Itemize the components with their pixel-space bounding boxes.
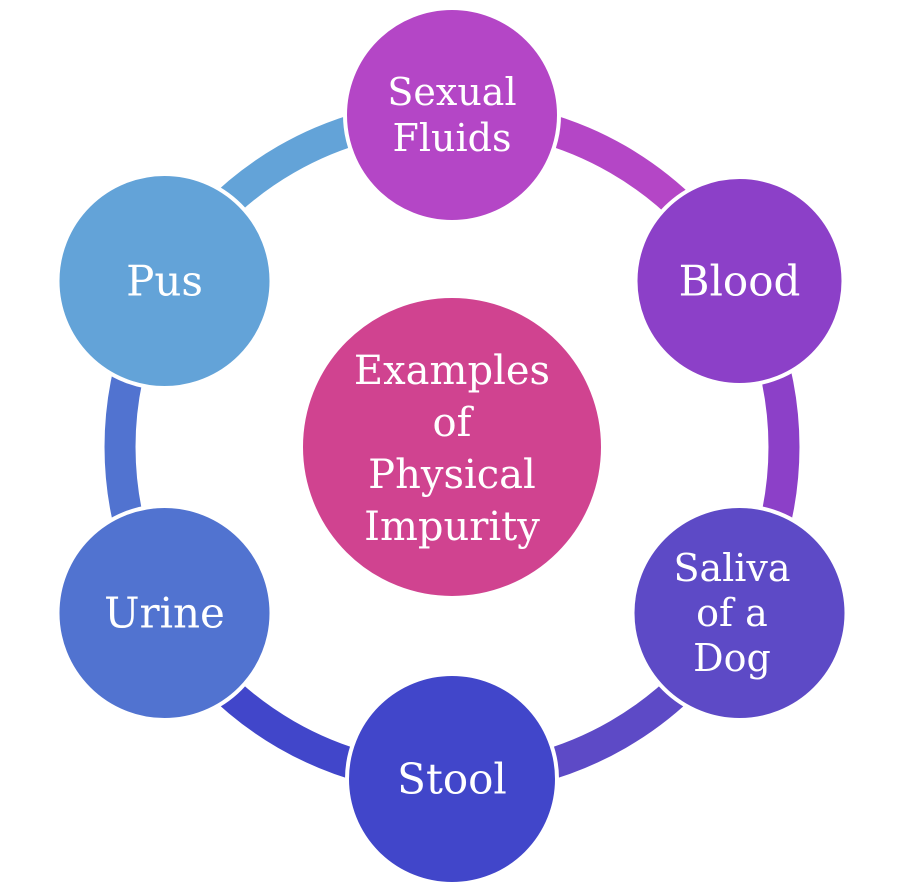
- sexual-fluids-label-line: Fluids: [393, 116, 512, 160]
- pus-label: Pus: [126, 257, 203, 306]
- node-sexual-fluids: Sexual Fluids: [343, 6, 561, 224]
- saliva-label-line: Saliva: [673, 546, 790, 590]
- center-label-line: Impurity: [364, 504, 540, 550]
- center-label-line: Examples: [354, 348, 550, 394]
- urine-label: Urine: [104, 589, 225, 638]
- node-blood: Blood: [633, 175, 846, 387]
- sexual-fluids-label-line: Sexual: [387, 70, 516, 114]
- node-urine: Urine: [55, 504, 274, 722]
- blood-circle: [633, 175, 846, 387]
- sexual-fluids-circle: [343, 6, 561, 224]
- saliva-label-line: Dog: [693, 636, 771, 680]
- node-pus: Pus: [55, 172, 274, 390]
- saliva-label-line: of a: [696, 591, 768, 635]
- urine-circle: [55, 504, 274, 722]
- center-label-line: of: [433, 400, 475, 446]
- center-label-line: Physical: [368, 452, 536, 498]
- blood-label: Blood: [679, 257, 801, 306]
- node-center: Examples of Physical Impurity: [299, 294, 605, 600]
- node-stool: Stool: [345, 672, 559, 886]
- pus-circle: [55, 172, 274, 390]
- center-circle: [299, 294, 605, 600]
- stool-label: Stool: [397, 755, 507, 804]
- stool-circle: [345, 672, 559, 886]
- saliva-circle: [630, 504, 849, 722]
- node-saliva-of-a-dog: Saliva of a Dog: [630, 504, 849, 722]
